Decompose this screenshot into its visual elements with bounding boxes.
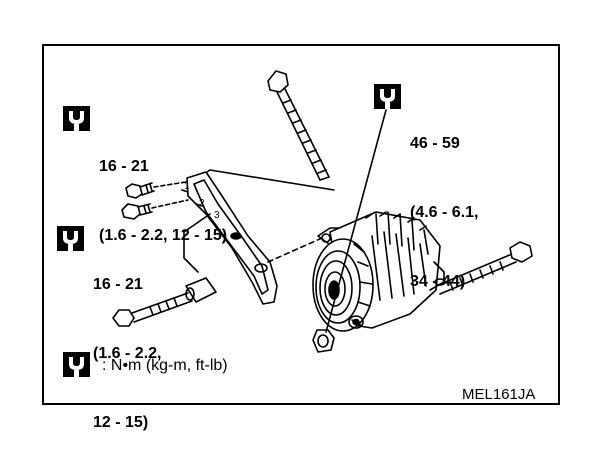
alternator <box>312 211 446 332</box>
torque-range-kgm: (1.6 - 2.2, <box>93 345 162 362</box>
torque-range-nm: 16 - 21 <box>99 158 149 175</box>
torque-range-nm: 16 - 21 <box>93 276 143 293</box>
lower-bolt <box>112 277 217 327</box>
figure-frame <box>42 44 560 405</box>
torque-spec-through-bolt: 46 - 59 (4.6 - 6.1, 34 - 44) <box>410 86 478 316</box>
long-bolt <box>267 70 330 181</box>
torque-range-ftlb: 12 - 15) <box>93 414 149 431</box>
torque-range-kgm: (4.6 - 6.1, <box>410 204 479 221</box>
alternator-mounting-diagram: 1 2 3 <box>112 70 533 353</box>
upper-bolt <box>125 181 187 199</box>
adjusting-bracket <box>186 171 278 305</box>
callout-number-1: 1 <box>184 181 190 192</box>
wrench-icon <box>374 84 401 109</box>
leader-line-3 <box>183 213 211 273</box>
leader-line-nut <box>325 109 387 333</box>
through-bolt <box>435 241 533 295</box>
middle-bolt <box>121 199 189 220</box>
wrench-icon <box>57 226 84 251</box>
figure-code: MEL161JA <box>462 386 536 403</box>
wrench-icon <box>63 352 90 377</box>
torque-spec-lower-bolt: 16 - 21 (1.6 - 2.2, 12 - 15) <box>93 227 161 457</box>
callout-number-3: 3 <box>214 210 220 221</box>
nut <box>312 329 335 353</box>
torque-range-alt-units: (1.6 - 2.2, 12 - 15) <box>99 227 228 244</box>
wrench-icon <box>63 106 90 131</box>
torque-range-nm: 46 - 59 <box>410 135 460 152</box>
torque-spec-upper-bolt: 16 - 21 (1.6 - 2.2, 12 - 15) <box>99 109 227 270</box>
torque-range-ftlb: 34 - 44) <box>410 273 466 290</box>
units-legend: : N•m (kg-m, ft-lb) <box>102 357 228 374</box>
callout-number-2: 2 <box>199 198 205 209</box>
